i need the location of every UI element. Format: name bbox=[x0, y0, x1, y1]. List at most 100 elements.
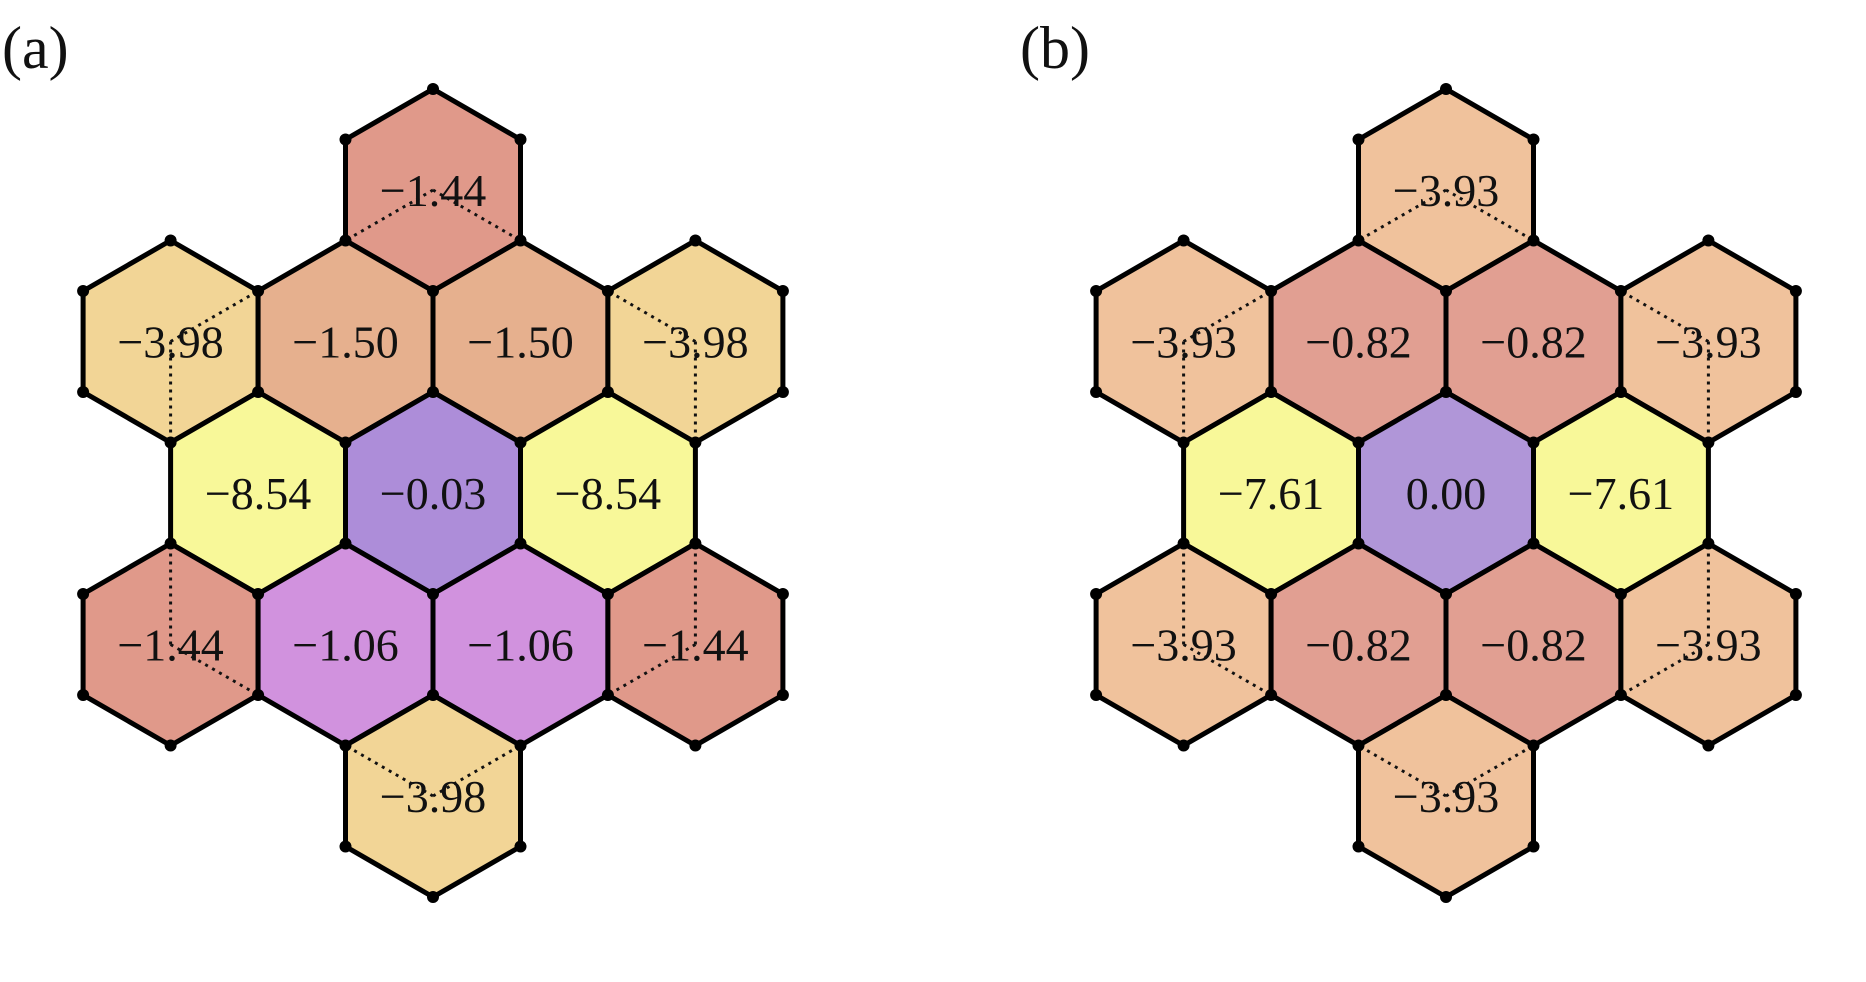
lattice-vertex-22 bbox=[1265, 588, 1278, 600]
lattice-vertex-36 bbox=[776, 689, 789, 701]
lattice-vertex-29 bbox=[1177, 739, 1190, 752]
lattice-vertex-9 bbox=[77, 285, 90, 297]
cell-value-mid-right: −8.54 bbox=[555, 468, 661, 519]
lattice-vertex-4 bbox=[1440, 83, 1452, 95]
lattice-vertex-27 bbox=[1614, 588, 1627, 600]
lattice-vertex-15 bbox=[1527, 436, 1540, 449]
lattice-vertex-38 bbox=[776, 588, 789, 600]
lattice-vertex-13 bbox=[1352, 436, 1365, 449]
lattice-vertex-24 bbox=[514, 537, 527, 550]
lattice-vertex-33 bbox=[1352, 739, 1365, 752]
lattice-vertex-34 bbox=[601, 689, 614, 701]
lattice-vertex-22 bbox=[252, 588, 265, 600]
lattice-vertices bbox=[77, 83, 789, 903]
dotted-link-lower-left-1 bbox=[169, 643, 259, 697]
cell-value-upper-left: −3.98 bbox=[117, 317, 223, 368]
cell-value-upper-inner-left: −1.50 bbox=[292, 317, 398, 368]
cell-value-lower-right: −3.93 bbox=[1655, 620, 1761, 671]
dotted-link-lower-left-1 bbox=[1182, 643, 1272, 697]
dotted-link-top-1 bbox=[1445, 188, 1535, 242]
cell-value-top: −3.93 bbox=[1393, 165, 1499, 216]
cell-value-upper-right: −3.98 bbox=[642, 317, 748, 368]
lattice-vertex-7 bbox=[1177, 436, 1190, 449]
lattice-vertex-10 bbox=[164, 234, 177, 247]
lattice-vertex-2 bbox=[339, 234, 352, 247]
cell-values: −1.44−3.98−1.50−1.50−3.98−8.54−0.03−8.54… bbox=[117, 165, 748, 822]
lattice-vertex-36 bbox=[1789, 689, 1802, 701]
lattice-vertex-33 bbox=[339, 739, 352, 752]
dotted-link-upper-right-0 bbox=[1620, 289, 1710, 343]
lattice-vertex-21 bbox=[339, 537, 352, 550]
cell-value-lower-inner-right: −1.06 bbox=[467, 620, 573, 671]
lattice-vertex-1 bbox=[427, 285, 439, 297]
lattice-vertex-0 bbox=[1527, 234, 1540, 247]
lattice-vertex-9 bbox=[1090, 285, 1103, 297]
lattice-vertex-15 bbox=[514, 436, 527, 449]
lattice-vertex-11 bbox=[252, 285, 265, 297]
lattice-vertex-29 bbox=[164, 739, 177, 752]
lattice-vertex-26 bbox=[1702, 537, 1715, 550]
lattice-vertex-35 bbox=[1527, 739, 1540, 752]
cell-value-mid-right: −7.61 bbox=[1568, 468, 1674, 519]
cell-value-mid-left: −7.61 bbox=[1218, 468, 1324, 519]
dotted-link-top-1 bbox=[432, 188, 522, 242]
cell-value-upper-left: −3.93 bbox=[1130, 317, 1236, 368]
lattice-vertex-18 bbox=[1702, 436, 1715, 449]
lattice-vertex-28 bbox=[252, 689, 265, 701]
dotted-link-upper-left-0 bbox=[1182, 289, 1272, 343]
lattice-vertex-25 bbox=[427, 588, 439, 600]
lattice-vertex-30 bbox=[1090, 689, 1103, 701]
cell-value-bottom: −3.98 bbox=[380, 771, 486, 822]
lattice-vertex-8 bbox=[1090, 386, 1103, 398]
cell-value-top: −1.44 bbox=[380, 165, 486, 216]
hex-cells bbox=[1093, 86, 1799, 900]
cell-value-upper-inner-left: −0.82 bbox=[1305, 317, 1411, 368]
lattice-vertex-37 bbox=[689, 739, 702, 752]
lattice-vertex-41 bbox=[1352, 840, 1365, 853]
lattice-vertex-39 bbox=[1527, 840, 1540, 853]
lattice-vertex-10 bbox=[1177, 234, 1190, 247]
lattice-vertex-4 bbox=[427, 83, 439, 95]
lattice-vertex-14 bbox=[1614, 386, 1627, 398]
dotted-links bbox=[169, 188, 697, 798]
cell-value-mid-left: −8.54 bbox=[205, 468, 311, 519]
lattice-vertex-39 bbox=[514, 840, 527, 853]
lattice-vertex-30 bbox=[77, 689, 90, 701]
lattice-vertex-16 bbox=[1614, 285, 1627, 297]
lattice-vertex-6 bbox=[252, 386, 265, 398]
lattice-vertex-23 bbox=[1177, 537, 1190, 550]
dotted-link-top-0 bbox=[1357, 188, 1447, 242]
lattice-vertex-23 bbox=[164, 537, 177, 550]
lattice-vertex-34 bbox=[1614, 689, 1627, 701]
lattice-vertex-6 bbox=[1265, 386, 1278, 398]
lattice-vertices bbox=[1090, 83, 1802, 903]
lattice-vertex-38 bbox=[1789, 588, 1802, 600]
cell-value-lower-left: −3.93 bbox=[1130, 620, 1236, 671]
lattice-vertex-40 bbox=[427, 891, 439, 903]
hex-cells bbox=[80, 86, 786, 900]
lattice-vertex-20 bbox=[1789, 285, 1802, 297]
cell-value-lower-inner-right: −0.82 bbox=[1480, 620, 1586, 671]
lattice-vertex-20 bbox=[776, 285, 789, 297]
lattice-vertex-31 bbox=[77, 588, 90, 600]
lattice-vertex-0 bbox=[514, 234, 527, 247]
lattice-vertex-12 bbox=[427, 386, 439, 398]
lattice-vertex-1 bbox=[1440, 285, 1452, 297]
cell-value-lower-left: −1.44 bbox=[117, 620, 223, 671]
cell-value-upper-inner-right: −0.82 bbox=[1480, 317, 1586, 368]
panel-b-label: (b) bbox=[1020, 15, 1090, 81]
cell-value-lower-inner-left: −1.06 bbox=[292, 620, 398, 671]
panel-a-label: (a) bbox=[2, 15, 69, 81]
lattice-vertex-32 bbox=[427, 689, 439, 701]
lattice-vertex-7 bbox=[164, 436, 177, 449]
cell-value-lower-inner-left: −0.82 bbox=[1305, 620, 1411, 671]
lattice-vertex-11 bbox=[1265, 285, 1278, 297]
lattice-vertex-16 bbox=[601, 285, 614, 297]
lattice-vertex-24 bbox=[1527, 537, 1540, 550]
lattice-vertex-13 bbox=[339, 436, 352, 449]
dotted-link-bottom-0 bbox=[344, 744, 434, 798]
lattice-vertex-12 bbox=[1440, 386, 1452, 398]
